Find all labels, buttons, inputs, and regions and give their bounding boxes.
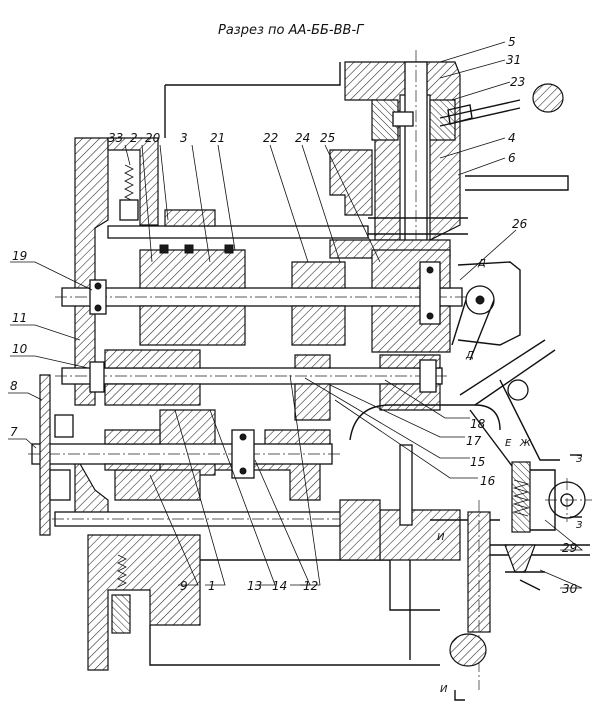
mark-z2: З (576, 520, 583, 531)
callout-31: 31 (506, 53, 521, 67)
bearing-right-19 (419, 261, 441, 325)
mark-d2: Д (465, 350, 474, 361)
callout-1: 1 (208, 579, 216, 593)
callout-29: 29 (562, 541, 577, 555)
callout-17: 17 (466, 434, 482, 448)
callout-23: 23 (510, 75, 525, 89)
callout-4: 4 (508, 131, 516, 145)
bearing-left-19 (89, 279, 107, 315)
callout-21: 21 (210, 131, 225, 145)
leader-lines (8, 41, 584, 589)
upper-column-assembly (329, 50, 564, 262)
callout-30: 30 (562, 582, 578, 596)
callout-5: 5 (508, 35, 516, 49)
callout-22: 22 (263, 131, 278, 145)
right-linkage (451, 261, 592, 701)
callout-7: 7 (10, 425, 18, 439)
callout-11: 11 (12, 311, 27, 325)
callout-33: 33 (108, 131, 123, 145)
section-marks: Д Д Е Ж З З И И (437, 258, 583, 695)
callout-16: 16 (480, 474, 496, 488)
fork-bracket (339, 404, 590, 690)
callout-2: 2 (130, 131, 138, 145)
callout-labels: 5 31 23 4 6 33 2 20 3 21 22 24 25 26 19 … (10, 35, 578, 596)
callout-26: 26 (512, 217, 528, 231)
callout-3: 3 (180, 131, 188, 145)
callout-10: 10 (12, 342, 28, 356)
mark-i1: И (437, 532, 445, 543)
housing (74, 62, 569, 671)
callout-25: 25 (320, 131, 335, 145)
callout-24: 24 (295, 131, 310, 145)
callout-14: 14 (272, 579, 287, 593)
mark-d: Д (477, 258, 486, 269)
mark-z1: З (576, 454, 583, 465)
shaft-assemblies (28, 164, 470, 634)
callout-6: 6 (508, 151, 516, 165)
callout-19: 19 (12, 249, 27, 263)
mark-i2: И (440, 684, 448, 695)
callout-8: 8 (10, 379, 18, 393)
callout-18: 18 (470, 417, 486, 431)
callout-9: 9 (180, 579, 188, 593)
callout-13: 13 (247, 579, 262, 593)
callout-20: 20 (145, 131, 161, 145)
bearing-shaft-7 (231, 429, 255, 479)
drawing-title: Разрез по АА-ББ-ВВ-Г (218, 23, 365, 38)
mark-e: Е (505, 438, 512, 449)
callout-15: 15 (470, 455, 485, 469)
callout-12: 12 (303, 579, 318, 593)
mark-zh: Ж (519, 438, 532, 449)
